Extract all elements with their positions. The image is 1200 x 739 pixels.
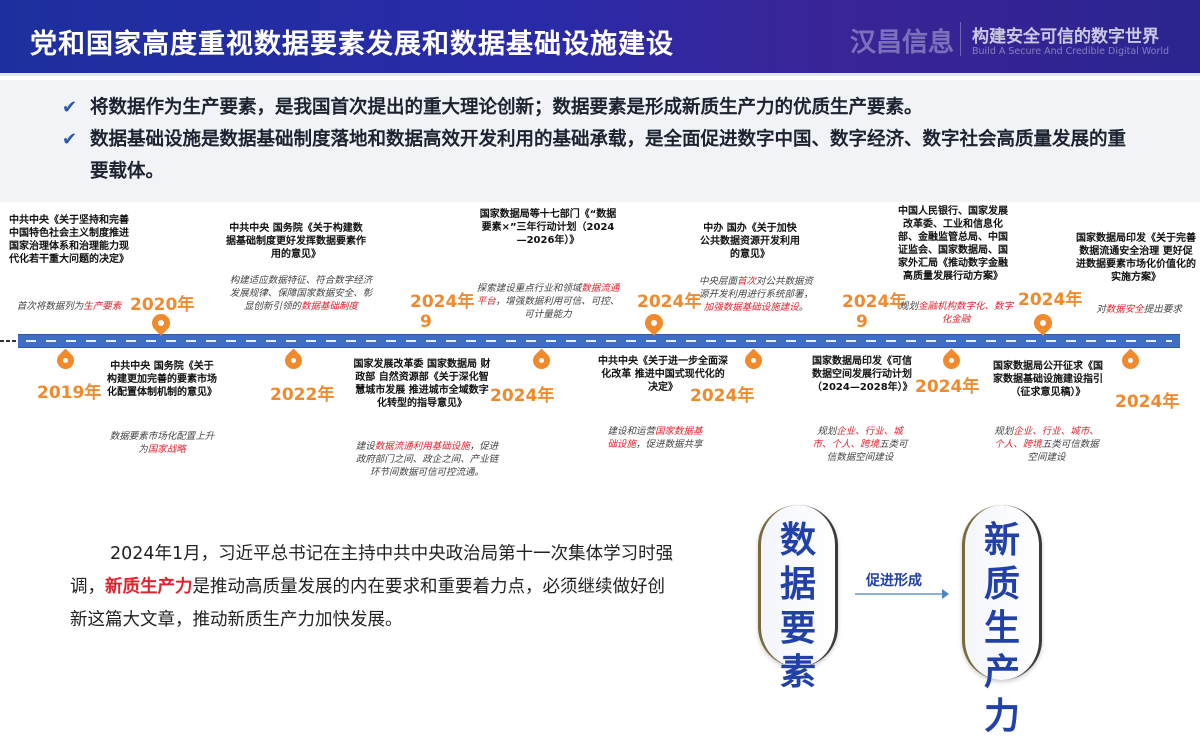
note-text: 构建适应数据特征、符合数字经济发展规律、保障国家数据安全、彰显创新引领的 <box>229 275 373 312</box>
year-label: 2024年 <box>690 386 755 406</box>
drop-marker-icon <box>53 348 78 373</box>
event-document-title: 中共中央《关于坚持和完善中国特色社会主义制度推进国家治理体系和治理能力现代化若干… <box>9 215 129 265</box>
new-productivity-pill: 新质生产力 <box>962 505 1042 737</box>
tagline: 构建安全可信的数字世界 <box>972 27 1159 47</box>
data-elements-pill: 数据要素 <box>758 505 838 693</box>
event-document-title: 国家数据局印发《关于完善数据流通安全治理 更好促进数据要素市场化价值化的实施方案… <box>1076 233 1196 283</box>
note-highlight: 数据基础制度 <box>301 301 359 312</box>
note-text: ，促进数据共享 <box>636 439 703 450</box>
note-text: 规划 <box>994 426 1014 437</box>
quote-text: 2024年1月，习近平总书记在主持中共中央政治局第十一次集体学习时强调， <box>70 544 674 597</box>
event-note: 建设数据流通利用基础设施，促进政府部门之间、政企之间、产业链环节间数据可信可控流… <box>352 440 502 479</box>
note-highlight: 企业、行业、城市、个人、跨境 <box>994 426 1099 450</box>
event-note: 规划金融机构数字化、数字化金融 <box>896 300 1016 326</box>
event-note: 中央层面首次对公共数据资源开发利用进行系统部署， 加强数据基础设施建设。 <box>696 275 816 314</box>
year-label: 2022年 <box>270 385 335 405</box>
event-note: 数据要素市场化配置上升为国家战略 <box>106 430 218 456</box>
year-label: 2024年 <box>490 386 555 406</box>
drop-marker-icon <box>939 348 964 373</box>
event-note: 构建适应数据特征、符合数字经济发展规律、保障国家数据安全、彰显创新引领的数据基础… <box>226 274 376 313</box>
note-highlight: 企业、行业、城市、个人、跨境 <box>812 426 903 450</box>
year-label: 2020年 <box>130 295 195 315</box>
key-points: ✔ 将数据作为生产要素，是我国首次提出的重大理论创新；数据要素是形成新质生产力的优… <box>0 80 1200 202</box>
quote-paragraph: 2024年1月，习近平总书记在主持中共中央政治局第十一次集体学习时强调，新质生产… <box>70 538 682 637</box>
event-document-title: 国家发展改革委 国家数据局 财政部 自然资源部《关于深化智慧城市发展 推进城市全… <box>353 359 491 409</box>
timeline-bar <box>18 334 1180 348</box>
event-document-title: 国家数据局公开征求《国家数据基础设施建设指引（征求意见稿）》 <box>993 361 1103 398</box>
event-note: 规划企业、行业、城市、个人、跨境五类可信数据空间建设 <box>810 425 910 464</box>
timeline-dashes <box>26 340 1172 342</box>
bullet-item: ✔ 将数据作为生产要素，是我国首次提出的重大理论创新；数据要素是形成新质生产力的优… <box>62 92 1142 124</box>
note-highlight: 国家战略 <box>147 444 186 455</box>
logo-divider <box>960 22 961 56</box>
note-text: 数据要素市场化配置上升为 <box>109 431 215 455</box>
arrow-right-icon <box>855 589 949 599</box>
tagline-english: Build A Secure And Credible Digital Worl… <box>972 46 1170 57</box>
quote-text: 是推动高质量发展的内在要求和重要着力点，必须继续做好创新这篇大文章，推动新质生产… <box>70 577 665 630</box>
note-text: 。 <box>798 302 809 313</box>
event-document-title: 国家数据局印发《可信数据空间发展行动计划（2024—2028年）》 <box>812 356 913 393</box>
note-text: 中央层面 <box>698 276 737 287</box>
year-label: 2019年 <box>37 383 102 403</box>
bullet-text: 数据基础设施是数据基础制度落地和数据高效开发利用的基础承载，是全面促进数字中国、… <box>90 129 1127 182</box>
bullet-text: 将数据作为生产要素，是我国首次提出的重大理论创新；数据要素是形成新质生产力的优质… <box>90 97 923 118</box>
drop-marker-icon <box>529 348 554 373</box>
note-highlight: 生产要素 <box>83 301 122 312</box>
note-text: 规划 <box>898 301 918 312</box>
note-text: 五类可信数据空间建设 <box>826 439 908 463</box>
note-highlight: 加强数据基础设施建设 <box>703 302 799 313</box>
drop-marker-icon <box>741 348 766 373</box>
note-text: 建设 <box>355 441 375 452</box>
event-note: 探索建设重点行业和领域数据流通平台，增强数据利用可信、可控、可计量能力 <box>474 282 622 321</box>
note-highlight: 数据安全 <box>1105 304 1144 315</box>
note-text: 探索建设重点行业和领域 <box>476 283 582 294</box>
event-note: 对数据安全提出要求 <box>1080 303 1198 316</box>
drop-marker-icon <box>281 348 306 373</box>
note-text: ，促进政府部门之间、政企之间、产业链环节间数据可信可控流通。 <box>355 441 499 478</box>
arrow-label: 促进形成 <box>866 573 922 589</box>
year-label: 9 <box>420 312 432 332</box>
header-banner: 党和国家高度重视数据要素发展和数据基础设施建设 汉昌信息 构建安全可信的数字世界… <box>0 0 1200 76</box>
location-pin-icon <box>641 310 667 336</box>
note-text: 对公共数据资源开发利用进行系统部署， <box>698 276 814 300</box>
event-note: 首次将数据列为生产要素 <box>8 300 130 313</box>
note-text: 规划 <box>817 426 837 437</box>
drop-marker-icon <box>1118 348 1143 373</box>
bullet-item: ✔ 数据基础设施是数据基础制度落地和数据高效开发利用的基础承载，是全面促进数字中国… <box>62 124 1142 188</box>
year-label: 2024年 <box>915 377 980 397</box>
quote-highlight: 新质生产力 <box>105 577 193 597</box>
note-text: 提出要求 <box>1143 304 1182 315</box>
note-text: 对 <box>1096 304 1106 315</box>
year-label: 2024年 <box>1115 392 1180 412</box>
note-highlight: 国家数据基础设施 <box>607 426 703 450</box>
check-icon: ✔ <box>62 97 78 118</box>
year-label: 2024年 <box>842 292 907 312</box>
event-document-title: 中共中央 国务院《关于构建数据基础制度更好发挥数据要素作用的意见》 <box>226 223 366 260</box>
event-document-title: 中共中央 国务院《关于构建更加完善的要素市场化配置体制机制的意见》 <box>107 361 217 398</box>
year-label: 2024年 <box>410 292 475 312</box>
event-note: 规划企业、行业、城市、个人、跨境五类可信数据空间建设 <box>994 425 1099 464</box>
company-logo: 汉昌信息 <box>850 28 955 58</box>
note-highlight: 首次 <box>736 276 756 287</box>
event-document-title: 中国人民银行、国家发展改革委、工业和信息化部、金融监管总局、中国证监会、国家数据… <box>898 206 1008 282</box>
event-note: 建设和运营国家数据基础设施，促进数据共享 <box>604 425 706 451</box>
note-highlight: 数据流通利用基础设施 <box>374 441 470 452</box>
event-document-title: 中办 国办《关于加快公共数据资源开发利用的意见》 <box>700 223 800 260</box>
note-highlight: 金融机构数字化、数字化金融 <box>918 301 1014 325</box>
year-label: 9 <box>856 312 868 332</box>
year-label: 2024年 <box>637 292 702 312</box>
note-text: 五类可信数据空间建设 <box>1027 439 1099 463</box>
location-pin-icon <box>1030 310 1056 336</box>
check-icon: ✔ <box>62 129 78 150</box>
note-text: ，增强数据利用可信、可控、可计量能力 <box>495 296 620 320</box>
event-document-title: 国家数据局等十七部门《“数据要素×”三年行动计划（2024—2026年）》 <box>479 209 617 246</box>
event-document-title: 中共中央《关于进一步全面深化改革 推进中国式现代化的决定》 <box>598 356 728 393</box>
timeline-tail <box>0 340 16 342</box>
note-text: 首次将数据列为 <box>16 301 84 312</box>
page-title: 党和国家高度重视数据要素发展和数据基础设施建设 <box>30 29 674 60</box>
note-text: 建设和运营 <box>607 426 655 437</box>
note-highlight: 数据流通平台 <box>476 283 620 307</box>
year-label: 2024年 <box>1018 290 1083 310</box>
